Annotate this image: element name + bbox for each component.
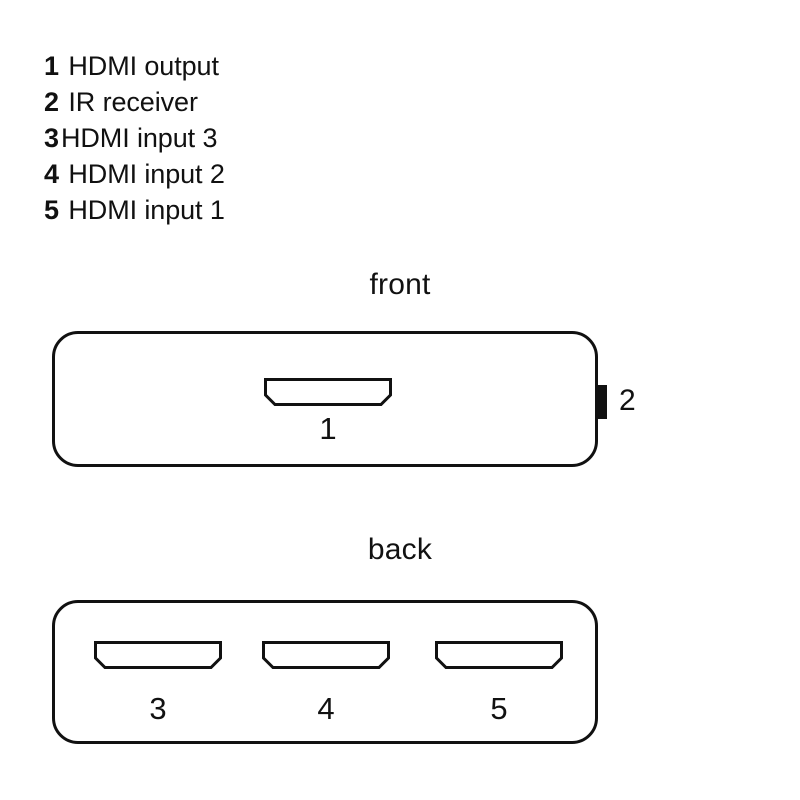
- hdmi-port-input2-icon: [262, 641, 390, 669]
- legend-item-4: 4 HDMI input 2: [44, 156, 464, 192]
- ir-receiver-icon: [597, 385, 607, 419]
- legend-item-label: IR receiver: [61, 87, 198, 117]
- legend-item-number: 5: [44, 195, 59, 225]
- legend-item-label: HDMI output: [61, 51, 219, 81]
- back-view-caption: back: [367, 533, 433, 566]
- legend-item-label: HDMI input 1: [61, 195, 225, 225]
- hdmi-port-output-label: 1: [319, 411, 337, 446]
- front-view-caption: front: [369, 268, 431, 301]
- hdmi-port-input2-label: 4: [317, 691, 335, 726]
- legend-item-5: 5 HDMI input 1: [44, 192, 464, 228]
- legend-item-label: HDMI input 2: [61, 159, 225, 189]
- hdmi-port-output-icon: [264, 378, 392, 406]
- hdmi-port-input1-label: 5: [490, 691, 508, 726]
- legend-item-label: HDMI input 3: [61, 123, 218, 153]
- hdmi-port-input1-icon: [435, 641, 563, 669]
- ir-receiver-label: 2: [619, 384, 636, 417]
- hdmi-port-input3-icon: [94, 641, 222, 669]
- legend-item-number: 3: [44, 123, 59, 153]
- legend-item-1: 1 HDMI output: [44, 48, 464, 84]
- legend-item-2: 2 IR receiver: [44, 84, 464, 120]
- hdmi-port-input3-label: 3: [149, 691, 167, 726]
- back-panel-body: [52, 600, 598, 744]
- legend-item-number: 4: [44, 159, 59, 189]
- legend-item-number: 2: [44, 87, 59, 117]
- legend-item-number: 1: [44, 51, 59, 81]
